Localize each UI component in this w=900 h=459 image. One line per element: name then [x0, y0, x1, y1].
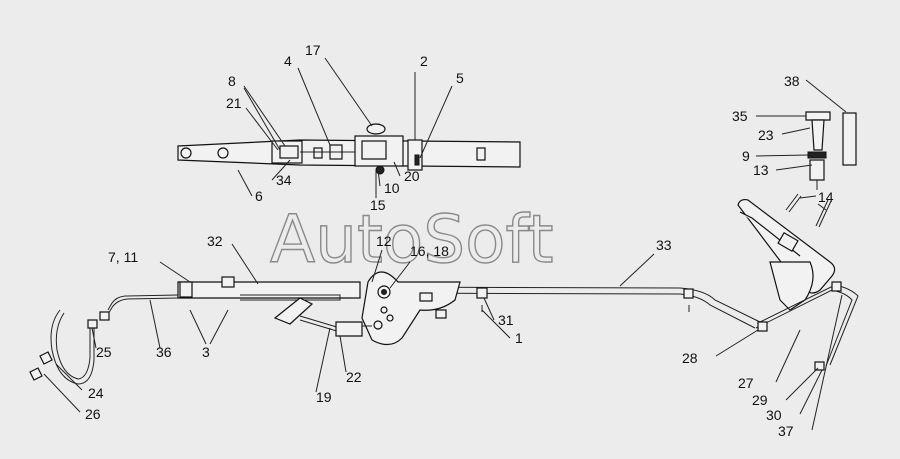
callout-label: 5	[456, 70, 464, 86]
callout-label: 26	[85, 406, 101, 422]
callout-label: 22	[346, 369, 362, 385]
linkage-rods	[273, 297, 372, 337]
leader-line	[715, 329, 759, 357]
callout-label: 20	[404, 168, 420, 184]
leader-line	[781, 127, 811, 135]
leader-line	[91, 327, 97, 349]
leader-line	[237, 169, 253, 197]
callout-label: 12	[376, 233, 392, 249]
watermark: AutoSoft	[270, 201, 553, 278]
leader-line	[43, 373, 81, 413]
callout-label: 10	[384, 180, 400, 196]
leader-line	[419, 85, 453, 159]
leader-lines	[43, 57, 847, 431]
leader-line	[209, 309, 229, 345]
main-frame	[107, 276, 761, 329]
leader-line	[243, 87, 281, 151]
callout-label: 13	[753, 162, 769, 178]
leader-line	[189, 309, 207, 345]
leader-line	[377, 169, 381, 187]
leader-line	[393, 161, 401, 177]
leader-line	[315, 327, 331, 393]
leader-line	[371, 249, 383, 283]
callout-label: 23	[758, 127, 774, 143]
callout-label: 38	[784, 73, 800, 89]
callout-label: 28	[682, 350, 698, 366]
pedal-assembly	[737, 198, 859, 371]
leader-line	[799, 195, 817, 199]
callout-label: 32	[207, 233, 223, 249]
leader-line	[243, 85, 286, 147]
leader-line	[55, 363, 83, 391]
callout-label: 27	[738, 375, 754, 391]
leader-line	[805, 79, 847, 113]
callout-label: 33	[656, 237, 672, 253]
callout-label: 19	[316, 389, 332, 405]
callout-label: 7, 11	[108, 249, 138, 265]
callout-label: 4	[284, 53, 292, 69]
callout-label: 37	[778, 423, 794, 439]
leader-line	[775, 164, 813, 171]
leader-line	[297, 67, 331, 146]
leader-line	[271, 159, 291, 181]
callout-label: 24	[88, 385, 104, 401]
leader-line	[755, 154, 809, 157]
callout-label: 6	[255, 188, 263, 204]
leader-line	[389, 261, 411, 289]
callout-label: 14	[818, 189, 834, 205]
callout-label: 36	[156, 344, 172, 360]
left-hose	[29, 309, 110, 385]
leader-line	[811, 294, 843, 431]
leader-line	[159, 261, 191, 283]
leader-line	[339, 335, 347, 373]
callout-label: 25	[96, 344, 112, 360]
leader-line	[619, 253, 655, 287]
leader-line	[481, 309, 511, 339]
leader-line	[785, 367, 819, 401]
callout-label: 17	[305, 42, 321, 58]
callout-label: 31	[498, 312, 514, 328]
callout-label: 3	[202, 344, 210, 360]
leader-line	[775, 329, 801, 383]
leader-line	[149, 299, 161, 349]
callout-label: 29	[752, 392, 768, 408]
leader-line	[324, 57, 373, 127]
callout-label: 30	[766, 407, 782, 423]
leader-line	[245, 107, 279, 151]
callout-label: 1	[515, 330, 523, 346]
callout-label: 16, 18	[410, 243, 449, 259]
leader-line	[817, 203, 827, 211]
valve-parts	[785, 111, 857, 228]
callout-label: 34	[276, 172, 292, 188]
callout-label: 2	[420, 53, 428, 69]
lever-plate	[361, 271, 461, 346]
top-bracket-assembly	[177, 123, 521, 175]
leader-line	[231, 243, 259, 285]
callout-label: 21	[226, 95, 242, 111]
callout-label: 8	[228, 73, 236, 89]
callout-label: 35	[732, 108, 748, 124]
callout-label: 9	[742, 148, 750, 164]
leader-line	[483, 297, 495, 321]
callout-label: 15	[370, 197, 386, 213]
leader-line	[799, 369, 823, 415]
